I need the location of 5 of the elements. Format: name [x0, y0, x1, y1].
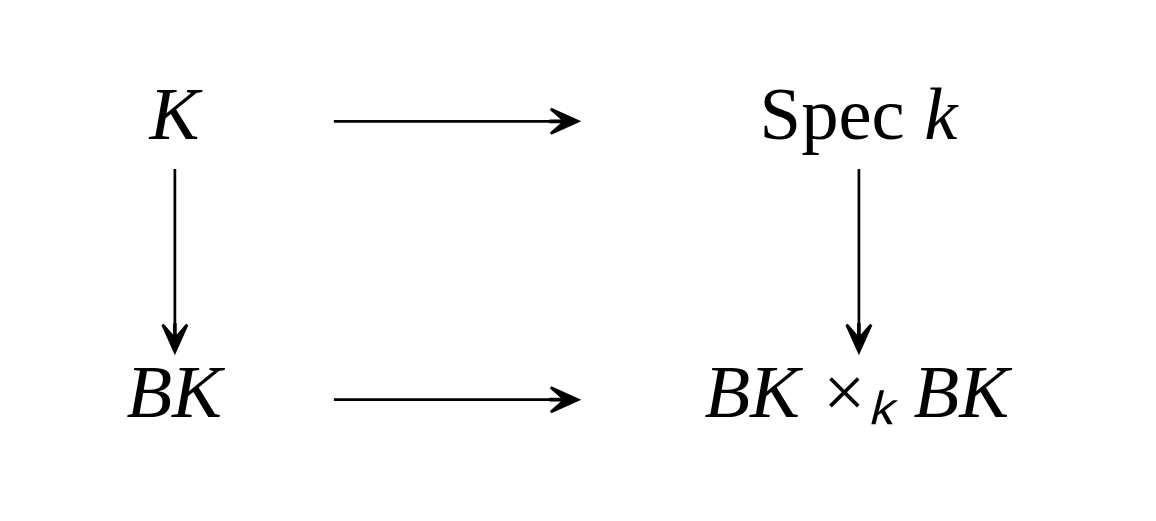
arrow [333, 107, 580, 135]
arrow [845, 169, 873, 354]
arrow [333, 386, 580, 414]
node-text: Spec k [759, 71, 958, 155]
arrow [161, 169, 189, 354]
